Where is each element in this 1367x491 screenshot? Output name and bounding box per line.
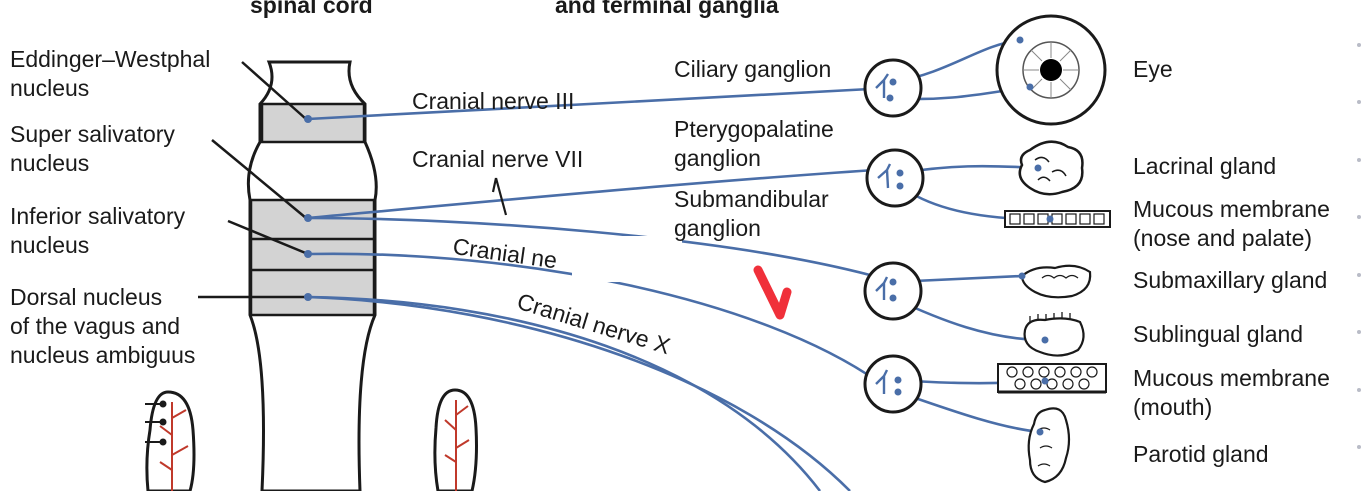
fiber-cn9-to-otic xyxy=(307,252,881,385)
ciliary-ganglion xyxy=(863,58,923,118)
lacrimal-gland-illustration xyxy=(1018,140,1084,196)
annotation-arrow xyxy=(753,265,792,320)
nucleus-dot xyxy=(304,293,312,301)
header-spinal-cord: spinal cord xyxy=(250,0,373,18)
oral-mucosa-illustration xyxy=(997,363,1107,394)
label-submaxillary-gland: Submaxillary gland xyxy=(1133,267,1328,293)
eye-illustration xyxy=(995,14,1107,126)
synapse-dots xyxy=(886,78,904,396)
submaxillary-gland-illustration xyxy=(1018,264,1092,299)
fiber-otic-parotid xyxy=(897,390,1041,434)
pterygopalatine-ganglion xyxy=(865,148,925,208)
edge-dot xyxy=(1357,100,1361,104)
lower-illustration-left xyxy=(145,390,196,491)
nucleus-dots xyxy=(304,115,312,301)
edge-dot xyxy=(1357,388,1361,392)
ganglia xyxy=(863,58,925,414)
fiber-cn10-1 xyxy=(307,295,822,491)
otic-ganglion xyxy=(863,354,923,414)
header-terminal-ganglia: and terminal ganglia xyxy=(555,0,779,18)
label-ciliary-ganglion: Ciliary ganglion xyxy=(674,56,832,82)
edge-dot xyxy=(1357,215,1361,219)
label-lacrimal-gland: Lacrinal gland xyxy=(1133,153,1277,179)
label-eye: Eye xyxy=(1133,56,1173,82)
edge-dot xyxy=(1357,330,1361,334)
fiber-cn10-2 xyxy=(307,295,851,491)
submandibular-ganglion xyxy=(863,261,923,321)
leader-lines xyxy=(198,61,309,299)
fiber-cn7-to-submandibular xyxy=(307,216,871,277)
nucleus-dot xyxy=(304,115,312,123)
label-inferior-salivatory: Inferior salivatory nucleus xyxy=(10,203,186,258)
label-dorsal-vagus: Dorsal nucleus of the vagus and nucleus … xyxy=(10,284,196,368)
synapse-marks xyxy=(875,73,892,394)
nasal-mucosa-illustration xyxy=(1004,210,1111,228)
nucleus-dot xyxy=(304,214,312,222)
label-submandibular-ganglion: Submandibular ganglion xyxy=(674,186,829,241)
nucleus-band-edinger-westphal xyxy=(260,102,366,144)
label-mucous-membrane-nose: Mucous membrane (nose and palate) xyxy=(1133,196,1330,251)
edge-dot xyxy=(1357,445,1361,449)
fiber-cn3-preganglionic xyxy=(307,87,871,121)
edge-dot xyxy=(1357,158,1361,162)
edge-dot xyxy=(1357,43,1361,47)
label-cranial-nerve-iii: Cranial nerve III xyxy=(412,88,575,114)
label-pterygopalatine-ganglion: Pterygopalatine ganglion xyxy=(674,116,834,171)
leader-line xyxy=(241,61,307,120)
leader-line xyxy=(211,139,307,219)
fiber-cn7-to-pterygopalatine xyxy=(307,168,876,220)
label-parotid-gland: Parotid gland xyxy=(1133,441,1269,467)
label-cranial-nerve-vii: Cranial nerve VII xyxy=(412,146,584,172)
label-edinger-westphal: Eddinger–Westphal nucleus xyxy=(10,46,211,101)
label-occluder xyxy=(572,236,682,282)
edge-dot xyxy=(1357,273,1361,277)
sublingual-gland-illustration xyxy=(1023,312,1085,357)
label-sublingual-gland: Sublingual gland xyxy=(1133,321,1304,347)
leader-line xyxy=(227,219,309,256)
nucleus-dot xyxy=(304,250,312,258)
label-mucous-membrane-mouth: Mucous membrane (mouth) xyxy=(1133,365,1330,420)
cn7-tick xyxy=(491,177,508,216)
parotid-gland-illustration xyxy=(1027,407,1071,484)
label-superior-salivatory: Super salivatory nucleus xyxy=(10,121,175,176)
lower-illustration-right xyxy=(433,388,478,491)
